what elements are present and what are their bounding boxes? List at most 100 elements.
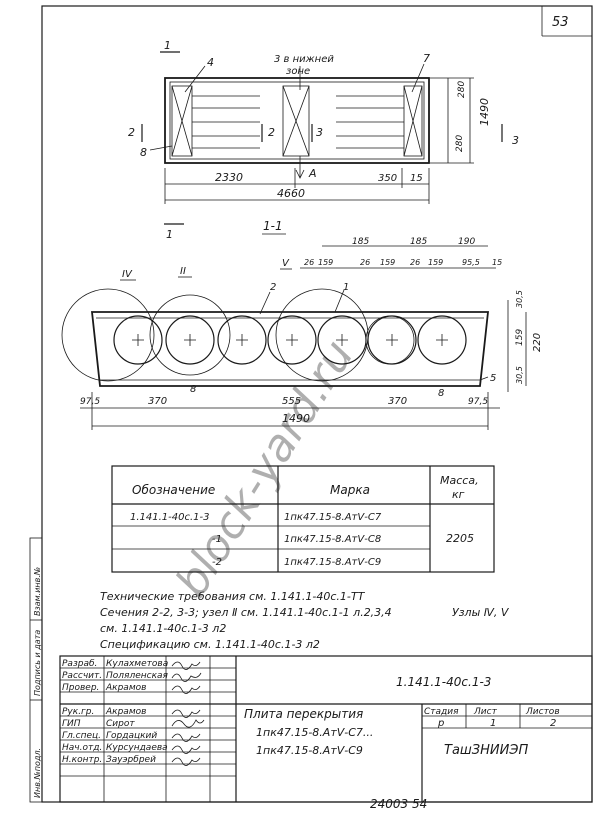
table-header-designation: Обозначение [132, 483, 215, 497]
table-row-designation: -1 [212, 534, 222, 545]
arrow-a-head [295, 169, 305, 179]
section-mark-2b: 2 [268, 126, 275, 139]
voids [113, 315, 467, 365]
leader-4 [184, 65, 206, 93]
plan-inner-outline [169, 81, 425, 160]
node-ii-circle [149, 294, 231, 376]
signature-mark [171, 685, 201, 694]
leader-1 [334, 289, 345, 313]
signature-mark [171, 745, 201, 754]
table-row-mark: 1пк47.15-8.АтⅤ-С8 [284, 534, 381, 545]
side-stamp-cell-3: Взам.инв.№ [33, 567, 42, 616]
void-centers [132, 334, 448, 346]
note-line-4: Спецификацию см. 1.141.1-40с.1-3 л2 [100, 638, 320, 651]
section-mark-1: 1 [164, 39, 171, 52]
signature-mark [171, 733, 201, 742]
dim-15: 15 [410, 173, 423, 184]
dim-185-a: 185 [352, 237, 369, 247]
tb-role: Рук.гр. [62, 707, 94, 717]
tb-role: Рассчит. [62, 671, 102, 681]
dim-30-5-bottom: 30,5 [515, 366, 524, 384]
node-circle-8 [365, 315, 415, 365]
plan-outline [164, 77, 430, 164]
tb-sheet-value: 1 [490, 718, 496, 729]
plan-note-line1: 3 в нижней [274, 54, 334, 65]
table-outline [111, 465, 495, 573]
slab-outline [90, 311, 490, 387]
tb-title-line1: Плита перекрытия [244, 707, 363, 721]
notes: Технические требования см. 1.141.1-40с.1… [100, 590, 510, 651]
tb-sheet-header: Лист [473, 707, 498, 717]
title-block: Разраб. Кулахметова Рассчит. Поляленская… [59, 655, 593, 803]
tb-doc-code: 1.141.1-40с.1-3 [396, 675, 491, 689]
signature-mark [171, 719, 205, 728]
label-8-left: 8 [190, 384, 196, 395]
table-row-mark: 1пк47.15-8.АтⅤ-С9 [284, 557, 381, 568]
label-1: 1 [343, 282, 349, 293]
node-iv-circle [61, 288, 155, 382]
node-iv-label: IV [122, 269, 133, 280]
note-line-2: Сечения 2-2, 3-3; узел Ⅱ см. 1.141.1-40с… [100, 606, 392, 619]
node-v-label: V [282, 258, 290, 269]
tb-name: Кулахметова [106, 659, 168, 669]
plan-center-insert [282, 85, 310, 157]
dim-280-top: 280 [457, 81, 467, 98]
dim-2330: 2330 [215, 171, 243, 184]
label-8: 8 [140, 146, 147, 159]
dim-350: 350 [378, 173, 397, 184]
dim-190: 190 [458, 237, 475, 247]
dim-159-c: 159 [428, 258, 443, 267]
dim-159-a: 159 [318, 258, 333, 267]
plan-left-diag-b [171, 85, 193, 157]
dim-97-5-right: 97,5 [468, 397, 488, 407]
label-4: 4 [207, 56, 214, 69]
tb-sheets-value: 2 [550, 718, 556, 729]
signature-mark [171, 672, 202, 682]
dim-220: 220 [532, 333, 543, 352]
leader-5 [479, 376, 489, 381]
dim-370-right: 370 [388, 396, 407, 407]
tb-name: Акрамов [105, 707, 146, 717]
table-mass-value: 2205 [446, 532, 474, 545]
tb-name: Курсундаева [106, 743, 168, 753]
marks-table: Обозначение Марка Масса, кг 1.141.1-40с.… [111, 465, 495, 573]
note-line-3: см. 1.141.1-40с.1-3 л2 [100, 622, 226, 635]
node-v-circle [275, 288, 369, 382]
void [113, 315, 163, 365]
plan-right-diag-b [403, 85, 423, 157]
signature-mark [171, 757, 201, 766]
signature-mark [171, 709, 201, 718]
table-header-mass-1: Масса, [440, 474, 479, 487]
plan-view: 4 3 в нижней зоне 7 8 1 1 2 2 3 3 A 2330… [128, 39, 519, 241]
tb-role: Гл.спец. [62, 731, 101, 741]
table-header-mark: Марка [330, 483, 370, 497]
leader-7 [411, 63, 425, 93]
table-row-mark: 1пк47.15-8.АтⅤ-С7 [284, 512, 382, 523]
tb-role: ГИП [62, 719, 81, 729]
note-nodes: Узлы Ⅳ, Ⅴ [452, 606, 510, 619]
tb-name: Поляленская [106, 671, 169, 681]
tb-title-line3: 1пк47.15-8.АтⅤ-С9 [256, 744, 363, 757]
tb-stage-value: р [437, 718, 444, 729]
section-mark-3b: 3 [512, 134, 519, 147]
tb-name: Зауэрбрей [106, 755, 156, 765]
dim-4660: 4660 [277, 187, 305, 200]
side-stamp-cell-2: Подпись и дата [33, 630, 42, 696]
note-line-1: Технические требования см. 1.141.1-40с.1… [100, 590, 366, 603]
tb-org: ТашЗНИИЭП [444, 743, 528, 758]
dim-185-b: 185 [410, 237, 427, 247]
label-5: 5 [490, 373, 496, 384]
footer-number: 24003 54 [370, 797, 427, 811]
tb-name: Гордацкий [106, 731, 157, 741]
dim-370-left: 370 [148, 396, 167, 407]
leader-2 [259, 291, 271, 315]
tb-name: Сирот [106, 719, 135, 729]
signature-mark [171, 661, 201, 670]
title-block-outline [59, 655, 593, 803]
tb-role: Разраб. [62, 659, 97, 669]
section-mark-3: 3 [316, 126, 323, 139]
dim-97-5-left: 97,5 [80, 397, 100, 407]
tb-role: Н.контр. [62, 755, 102, 765]
